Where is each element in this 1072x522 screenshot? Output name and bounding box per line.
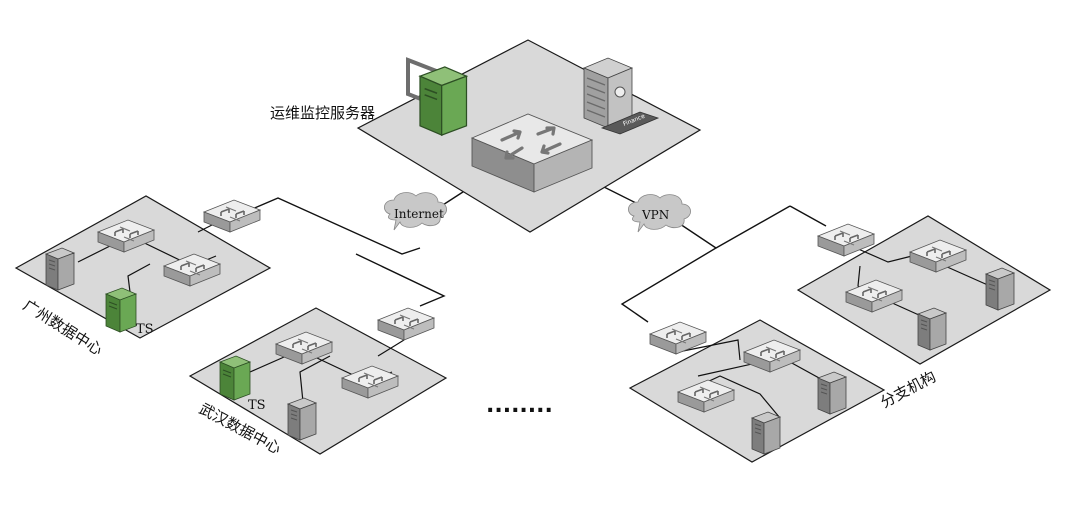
wuhan-ts-label: TS (248, 398, 266, 413)
link-guangzhou-internet (249, 197, 421, 255)
guangzhou-dc-panel: TS 广州数据中心 (14, 195, 272, 359)
wuhan-ts-server (219, 355, 251, 401)
branch2-server-1 (985, 267, 1015, 311)
branch-label: 分支机构 (877, 367, 938, 411)
link-branch2-switch (789, 205, 827, 227)
vpn-cloud: VPN (628, 194, 691, 233)
finance-building-icon: Finance (582, 57, 660, 135)
guangzhou-ts-label: TS (136, 322, 154, 337)
guangzhou-edge-switch (203, 199, 261, 233)
link-vpn-branch (620, 223, 718, 323)
wuhan-dc-panel: TS 武汉数据中心 (188, 307, 448, 458)
monitor-panel: Finance 运维监控服务器 (270, 39, 702, 233)
branch1-server-2 (751, 411, 781, 455)
link-vpn-branch2 (715, 205, 791, 249)
guangzhou-ts-server (105, 287, 137, 333)
link-wuhan-internet (355, 253, 446, 307)
guangzhou-server (45, 247, 75, 291)
core-router-icon (470, 113, 594, 193)
vpn-label: VPN (641, 208, 669, 222)
monitor-server-label: 运维监控服务器 (270, 104, 375, 122)
wuhan-edge-switch (377, 307, 435, 341)
internet-label: Internet (394, 207, 444, 221)
monitor-server-icon (419, 66, 468, 136)
internet-cloud: Internet (384, 192, 447, 231)
wuhan-server (287, 397, 317, 441)
branch-panel-2 (796, 215, 1052, 365)
branch2-server-2 (917, 307, 947, 351)
branch1-server-1 (817, 371, 847, 415)
branch1-edge-switch (649, 321, 707, 355)
more-sites-ellipsis: ........ (486, 393, 553, 418)
